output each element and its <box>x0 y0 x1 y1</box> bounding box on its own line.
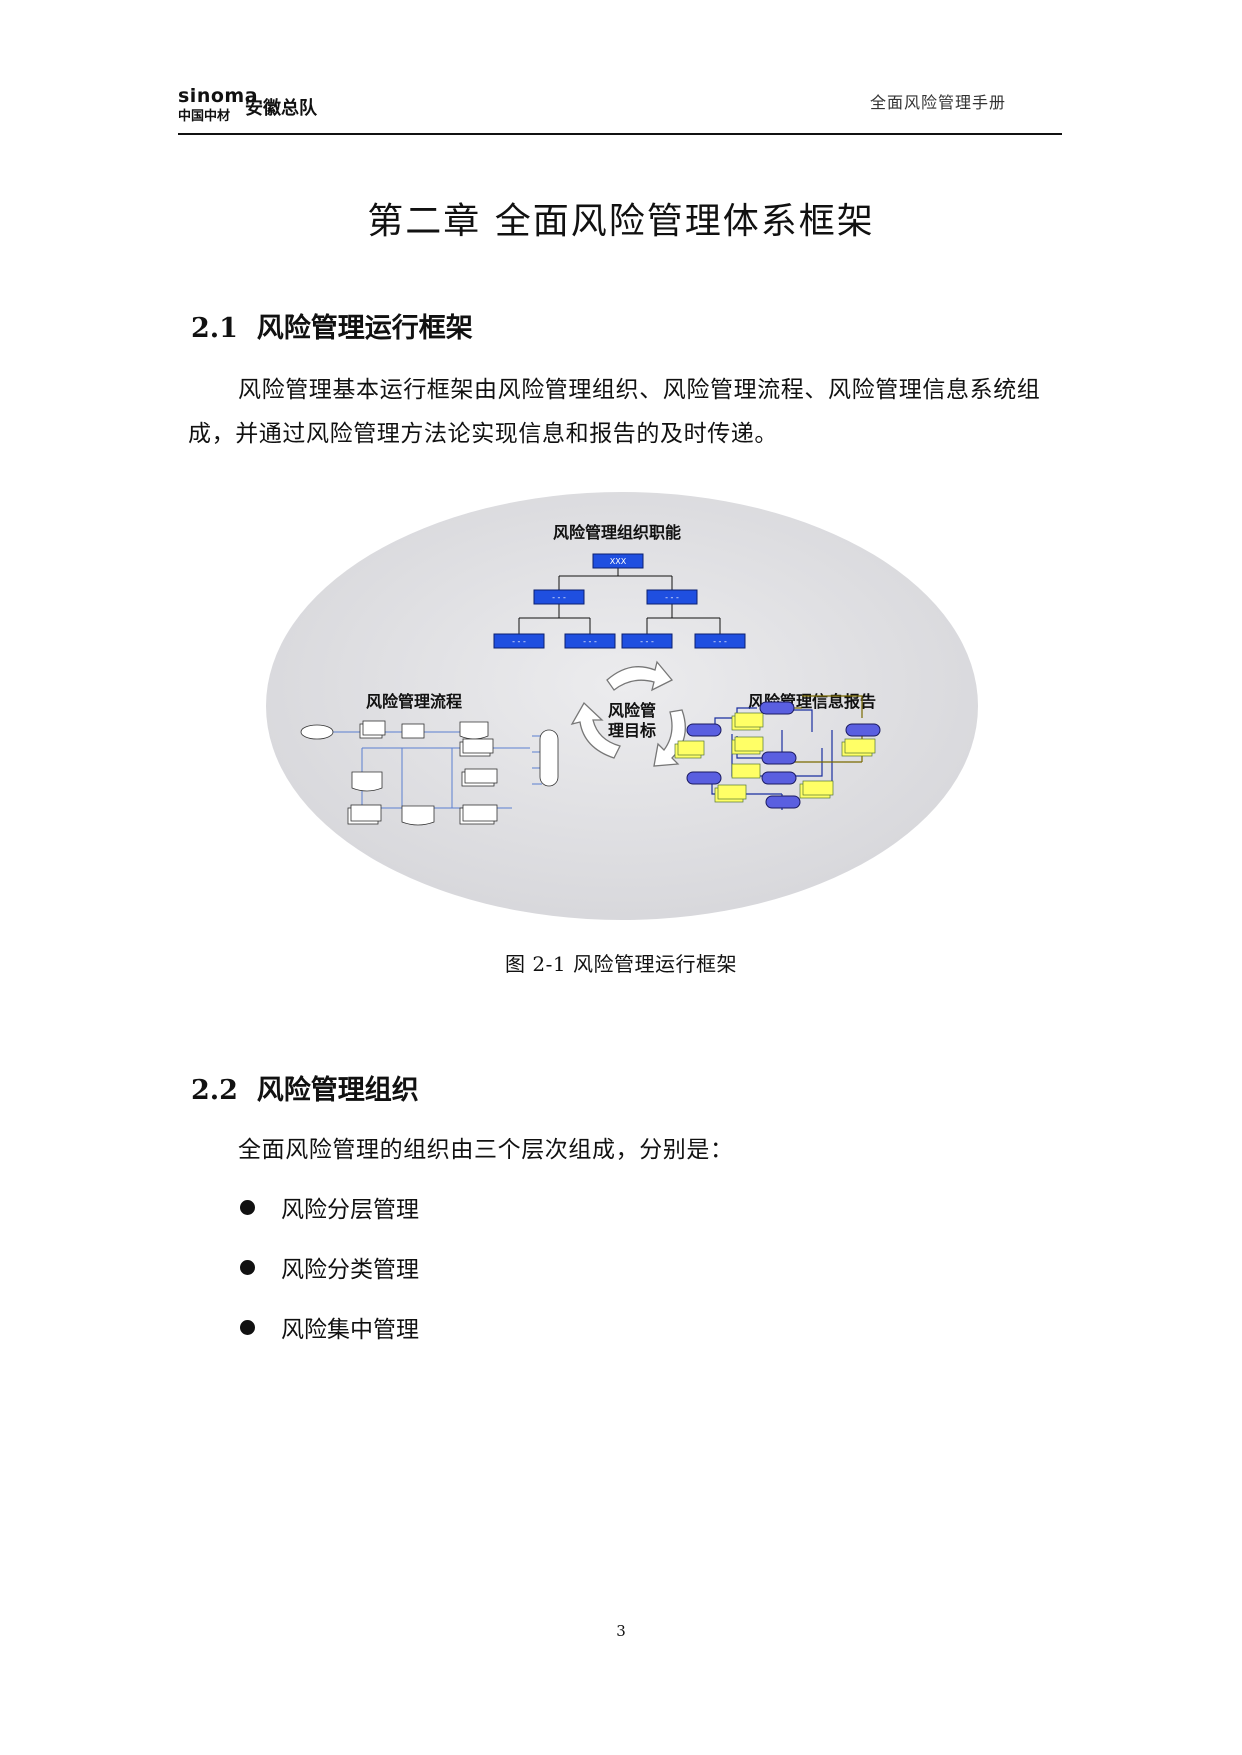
org-chart <box>518 566 721 634</box>
process-start <box>300 724 334 740</box>
section-2-1-heading: 2.1 风险管理运行框架 <box>191 306 473 345</box>
company-logo: sinoma 中国中材 安徽总队 <box>178 86 338 132</box>
org-node-level2-b: - - - <box>646 589 698 605</box>
bullet-item: 风险分层管理 <box>240 1190 419 1224</box>
section-2-1-paragraph: 风险管理基本运行框架由风险管理组织、风险管理流程、风险管理信息系统组成，并通过风… <box>188 377 1041 447</box>
org-node-level3-d: - - - <box>694 633 746 649</box>
note <box>731 763 761 779</box>
org-node-level2-a: - - - <box>533 589 585 605</box>
process-doc <box>459 721 489 740</box>
info-node <box>686 771 722 785</box>
section-title: 风险管理运行框架 <box>256 313 473 344</box>
section-2-2-heading: 2.2 风险管理组织 <box>191 1068 419 1107</box>
cycle-arrows <box>570 660 686 767</box>
header-divider <box>178 133 1062 135</box>
org-node-level3-a: - - - <box>493 633 545 649</box>
info-node <box>765 795 801 809</box>
section-number: 2.1 <box>191 313 238 344</box>
logo-unit: 安徽总队 <box>245 98 317 119</box>
section-title: 风险管理组织 <box>256 1075 419 1106</box>
section-number: 2.2 <box>191 1075 238 1106</box>
process-step <box>401 723 425 739</box>
process-flowchart <box>300 720 559 826</box>
info-network <box>674 695 881 810</box>
process-doc <box>401 805 435 826</box>
org-node-level3-b: - - - <box>564 633 616 649</box>
chapter-title: 第二章 全面风险管理体系框架 <box>367 201 875 242</box>
process-doc <box>351 771 383 792</box>
info-node <box>761 771 797 785</box>
arrow-left <box>570 701 621 759</box>
process-tall <box>539 729 559 787</box>
org-node-root: XXX <box>592 553 644 569</box>
svg-text:- - -: - - - <box>512 637 526 646</box>
center-goal-line1: 风险管 <box>608 701 656 720</box>
svg-text:- - -: - - - <box>713 637 727 646</box>
figure-caption: 图 2-1 风险管理运行框架 <box>505 952 737 976</box>
arrow-top <box>606 660 674 692</box>
center-goal-line2: 理目标 <box>608 721 656 740</box>
logo-brand: sinoma <box>178 85 259 107</box>
process-title: 风险管理流程 <box>366 692 462 711</box>
bullet-dot-icon <box>240 1199 255 1215</box>
logo-cn: 中国中材 <box>178 109 231 124</box>
background-ellipse <box>266 492 978 920</box>
org-title: 风险管理组织职能 <box>553 523 681 542</box>
framework-diagram: 风险管理组织职能 XXX - - - - - - <box>266 492 978 920</box>
org-node-level3-c: - - - <box>621 633 673 649</box>
info-node <box>761 751 797 765</box>
arrow-right <box>653 709 686 767</box>
bullet-item: 风险分类管理 <box>240 1250 419 1284</box>
bullet-item: 风险集中管理 <box>240 1310 419 1344</box>
risk-framework-figure: 风险管理组织职能 XXX - - - - - - <box>262 490 982 922</box>
info-node <box>686 723 722 737</box>
bullet-dot-icon <box>240 1319 255 1335</box>
info-node <box>759 701 795 715</box>
bullet-text: 风险分层管理 <box>281 1197 419 1223</box>
svg-text:- - -: - - - <box>583 637 597 646</box>
info-node <box>845 723 881 737</box>
bullet-text: 风险集中管理 <box>281 1317 419 1343</box>
svg-text:- - -: - - - <box>640 637 654 646</box>
svg-text:XXX: XXX <box>610 557 627 566</box>
bullet-dot-icon <box>240 1259 255 1275</box>
bullet-text: 风险分类管理 <box>281 1257 419 1283</box>
svg-text:- - -: - - - <box>552 593 566 602</box>
section-2-2-intro: 全面风险管理的组织由三个层次组成，分别是： <box>238 1137 734 1163</box>
page-number: 3 <box>616 1622 626 1640</box>
header-doc-title: 全面风险管理手册 <box>870 93 1007 112</box>
svg-text:- - -: - - - <box>665 593 679 602</box>
